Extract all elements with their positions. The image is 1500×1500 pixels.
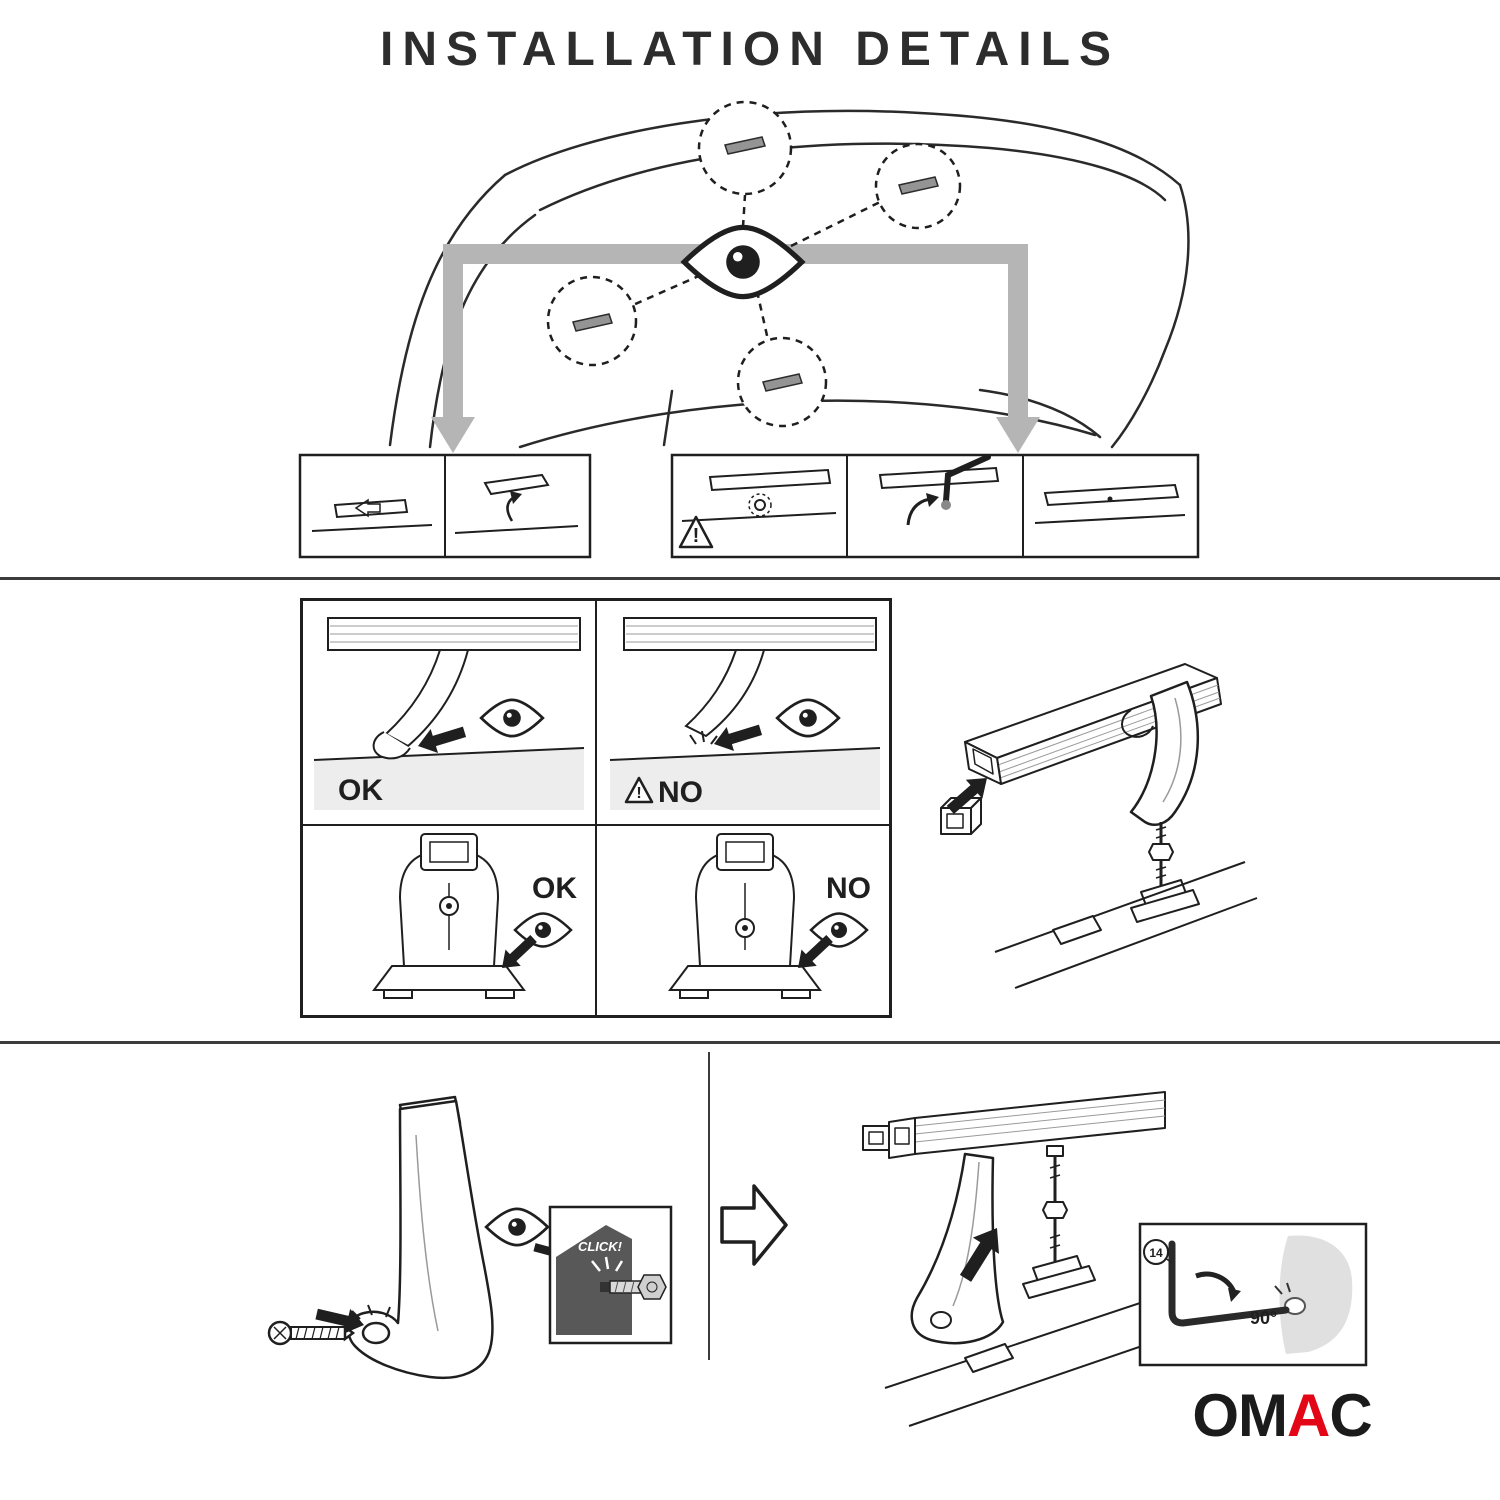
end-cap-plug — [862, 1125, 890, 1151]
click-label: CLICK! — [578, 1239, 623, 1254]
fixpoint-circle — [874, 142, 962, 230]
warning-mark: ! — [636, 785, 641, 802]
brand-logo-om: OM — [1192, 1382, 1288, 1449]
eye-icon — [484, 1207, 550, 1247]
insert-spark-lines — [1274, 1282, 1291, 1295]
fixpoint-circle — [736, 336, 828, 428]
page-title: INSTALLATION DETAILS — [380, 23, 1120, 76]
gap-spark-lines — [689, 730, 718, 745]
ok-no-comparison-grid: OK ! NO — [300, 598, 892, 1018]
fixpoint-circle — [546, 275, 638, 367]
allen-key-icon — [1168, 1240, 1290, 1327]
step-divider — [708, 1052, 710, 1360]
bolt-detail-panel: ! — [670, 453, 1200, 559]
click-spark-lines — [591, 1256, 624, 1272]
cell-profile-no: ! NO — [609, 617, 881, 810]
down-arrowhead-left — [431, 417, 475, 453]
fixpoint-connectors — [632, 194, 881, 341]
foot-screw-step-figure — [267, 1095, 494, 1380]
slot-cover-closed — [311, 498, 433, 532]
clamp-dark-shape — [556, 1225, 632, 1335]
click-detail-box: CLICK! — [548, 1205, 673, 1345]
cover-detail-panel — [298, 453, 592, 559]
crossbar-foot-assembly-figure — [940, 663, 1258, 989]
ok-label: OK — [338, 774, 383, 807]
no-label: NO — [826, 872, 871, 905]
foot-silhouette — [1279, 1235, 1353, 1354]
end-cap-plug — [940, 797, 982, 835]
brand-logo: OMAC — [1182, 1386, 1382, 1446]
warning-triangle-icon — [678, 515, 714, 549]
fixing-screw — [267, 1320, 356, 1346]
hollow-arrow-icon — [720, 1184, 788, 1266]
cell-front-ok: OK — [372, 833, 577, 999]
brand-logo-a: A — [1286, 1382, 1330, 1449]
fixpoint-circle — [697, 100, 793, 196]
section-divider — [0, 577, 1500, 580]
bolt-into-clamp — [600, 1274, 667, 1300]
fixpoint-markers — [546, 100, 962, 428]
slot-cover-open — [454, 473, 579, 534]
key-number-label: 14 — [1149, 1246, 1163, 1260]
car-roof-fixpoints-figure: ! — [298, 100, 1200, 559]
eye-icon — [684, 227, 802, 296]
warning-mark: ! — [693, 525, 700, 547]
allen-key-detail-box: 14 90° — [1138, 1222, 1368, 1367]
warning-triangle-icon — [624, 776, 654, 804]
cell-front-no: NO — [668, 833, 871, 999]
rotate-arrow — [1195, 1271, 1237, 1294]
gray-pointer-arrows — [431, 244, 1040, 453]
insert-spark-lines — [351, 1304, 391, 1320]
no-label: NO — [658, 776, 703, 809]
cell-profile-ok: OK — [313, 617, 585, 810]
cover-closed — [1034, 483, 1186, 524]
section-divider — [0, 1041, 1500, 1044]
angle-label: 90° — [1250, 1308, 1277, 1328]
brand-logo-c: C — [1329, 1382, 1372, 1449]
next-step-arrow — [720, 1184, 788, 1266]
allen-key-turn — [878, 454, 1000, 526]
down-arrowhead-right — [996, 417, 1040, 453]
flap-with-bolt: ! — [678, 468, 837, 549]
assembled-foot-figure — [862, 1091, 1172, 1427]
ok-label: OK — [532, 872, 577, 905]
